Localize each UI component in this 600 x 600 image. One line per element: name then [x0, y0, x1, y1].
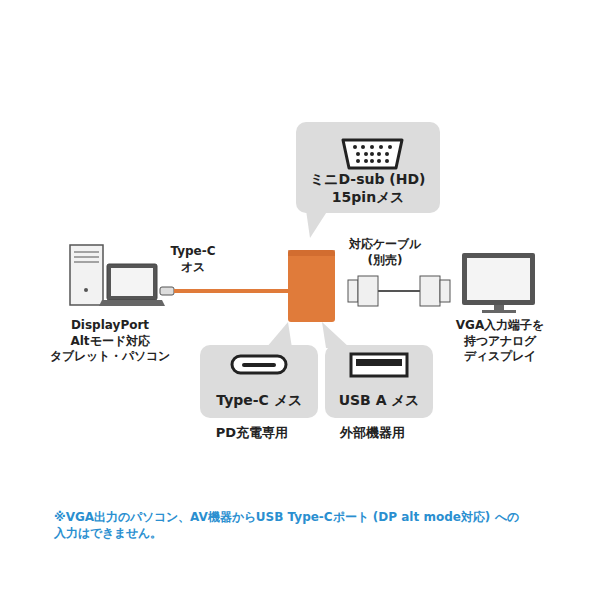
bubble-left	[200, 345, 318, 418]
usb-a-port-icon	[351, 354, 407, 376]
bubble-top	[296, 122, 440, 213]
connector-label: Type-C オス	[166, 244, 220, 275]
callout-bubbles	[200, 122, 440, 418]
device-label: DisplayPort Altモード対応 タブレット・パソコン	[40, 318, 180, 365]
cable-label: 対応ケーブル (別売)	[342, 237, 428, 268]
callout-text: ミニD-sub (HD) 15pinメス	[304, 170, 432, 206]
callout-bubble: Type-C メス	[200, 345, 318, 418]
laptop	[99, 264, 165, 306]
callout-text: Type-C メス	[204, 391, 314, 409]
usb-c-cable	[160, 287, 290, 295]
vga-port-icon	[343, 140, 402, 168]
usb-c-port-icon	[232, 356, 286, 373]
port-note: PD充電専用	[202, 425, 302, 442]
bubble-tail	[306, 210, 328, 238]
device-label: VGA入力端子を 持つアナログ ディスプレイ	[448, 318, 552, 365]
pc-tower	[70, 245, 103, 305]
adapter-body	[288, 250, 335, 322]
callout-bubble: USB A メス	[325, 345, 433, 418]
callout-bubble: ミニD-sub (HD) 15pinメス	[296, 122, 440, 213]
vga-cable	[348, 276, 450, 306]
bubble-tail	[322, 322, 350, 348]
port-note: 外部機器用	[322, 425, 422, 442]
bubble-right	[325, 345, 433, 418]
footnote: ※VGA出力のパソコン、AV機器からUSB Type-Cポート (DP alt …	[54, 510, 546, 541]
bubble-tail	[266, 322, 292, 348]
callout-text: USB A メス	[327, 391, 431, 409]
monitor	[462, 253, 535, 313]
